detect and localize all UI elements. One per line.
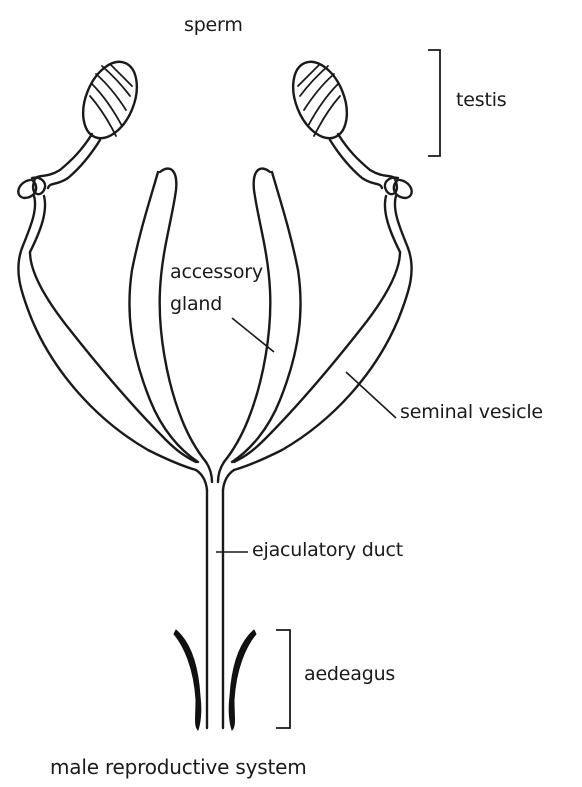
duct-junction [196,462,234,490]
ejaculatory-duct-label: ejaculatory duct [252,540,403,562]
right-vas-deferens [330,134,412,252]
left-testis [73,54,147,146]
ejaculatory-duct [207,490,223,728]
accessory-gland-label-line1: accessory [170,262,263,284]
aedeagus-bracket [276,630,290,728]
seminal-vesicle-label: seminal vesicle [400,402,543,424]
left-vas-deferens [18,134,100,252]
testis-bracket [428,50,440,156]
sperm-label: sperm [184,15,243,37]
right-testis [283,54,357,146]
accessory-gland-label-line2: gland [170,294,222,316]
seminal-vesicle-leader [346,372,396,418]
aedeagus-structure [174,630,256,730]
testis-label: testis [456,90,506,112]
right-accessory-gland [224,169,301,462]
aedeagus-label: aedeagus [304,664,395,686]
diagram-caption: male reproductive system [50,756,307,779]
